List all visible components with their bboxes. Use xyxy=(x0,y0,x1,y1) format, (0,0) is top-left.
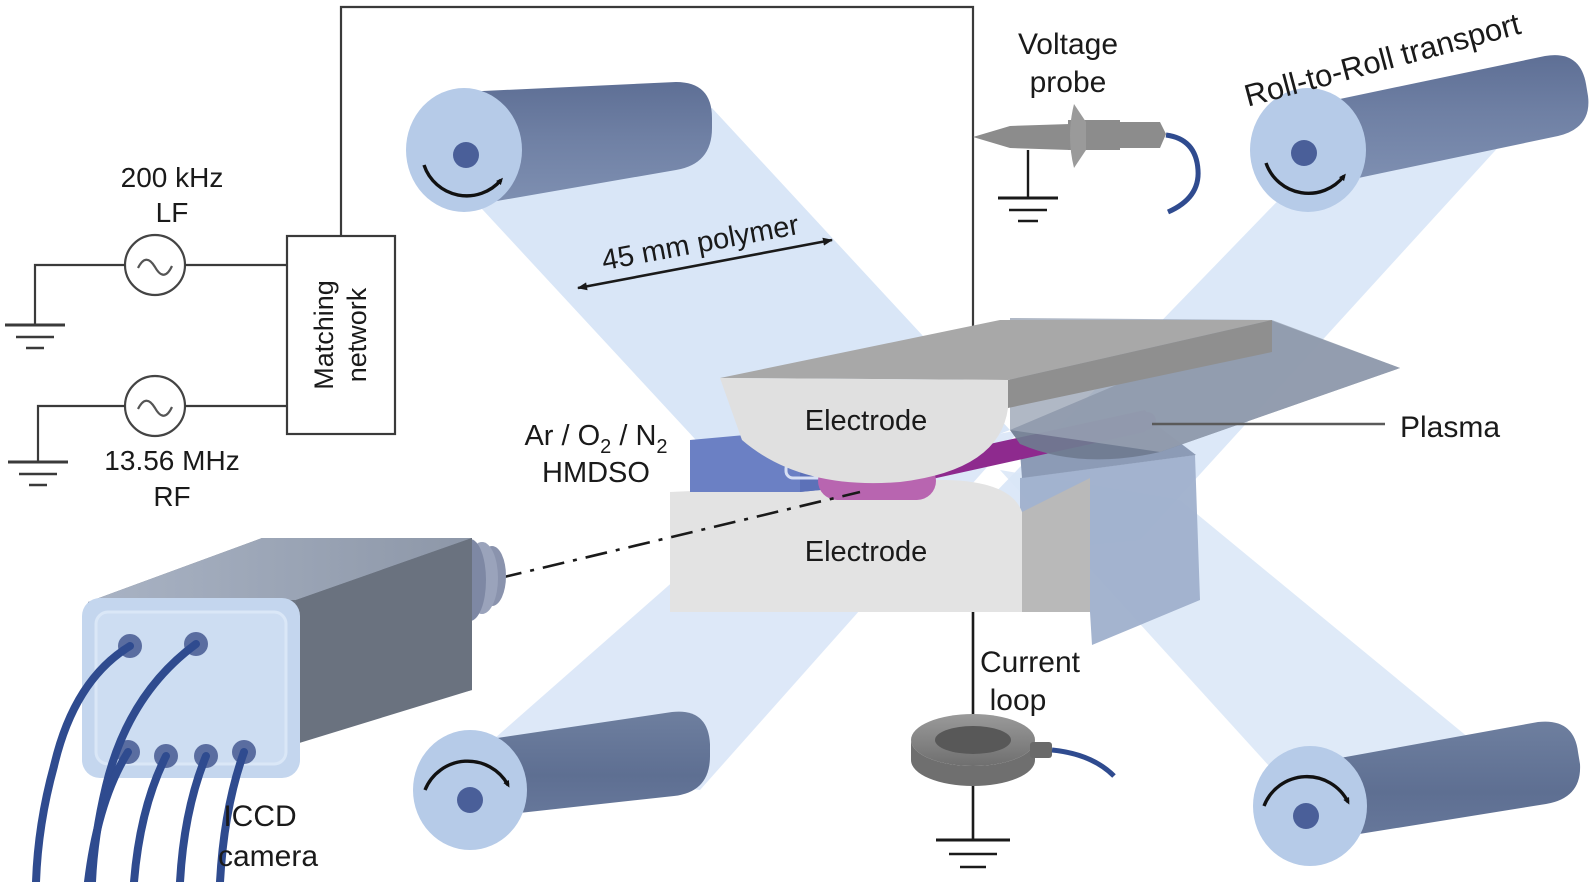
ground-icon-current-loop xyxy=(936,838,1010,869)
probe-cable xyxy=(1165,132,1201,215)
current-loop-cable xyxy=(1051,747,1116,778)
current-loop-line1: Current xyxy=(980,646,1081,679)
roller-hub-tr xyxy=(1291,140,1317,166)
current-loop-line2: loop xyxy=(990,684,1047,717)
camera-top-face xyxy=(88,538,472,602)
rotate-cw-icon-br xyxy=(1262,774,1350,807)
matching-network-label-group: Matching network xyxy=(309,280,372,390)
matching-network-line1: Matching xyxy=(309,280,339,390)
lf-ground-lead xyxy=(33,263,125,325)
hv-feed-wire xyxy=(339,5,975,363)
ground-icon-rf xyxy=(8,460,68,487)
iccd-camera-line1: ICCD xyxy=(223,800,296,833)
current-loop-hole xyxy=(935,726,1011,754)
roller-bottom-left[interactable] xyxy=(413,711,710,850)
plasma-label: Plasma xyxy=(1400,411,1500,444)
roller-hub-br xyxy=(1293,803,1319,829)
matching-network-line2: network xyxy=(342,287,372,382)
ground-icon-lf xyxy=(5,323,65,350)
matching-network-box[interactable] xyxy=(285,234,397,436)
rotate-cw-icon-tl xyxy=(422,164,503,198)
voltage-probe-group[interactable]: Voltage probe xyxy=(973,28,1201,223)
camera-side-face xyxy=(296,538,472,744)
rf-branch xyxy=(8,374,287,487)
current-loop-connector xyxy=(1030,742,1052,758)
electrode-upper-label: Electrode xyxy=(805,405,928,437)
roller-hub-tl xyxy=(453,142,479,168)
web-dimension-arrow xyxy=(577,237,833,291)
rotate-cw-icon-tr xyxy=(1264,162,1346,195)
voltage-probe-line1: Voltage xyxy=(1018,28,1118,61)
probe-flange xyxy=(1070,104,1086,168)
roller-bottom-right[interactable] xyxy=(1253,721,1581,866)
rf-frequency-label: 13.56 MHz xyxy=(104,445,239,476)
camera-sight-line xyxy=(499,490,861,580)
iccd-camera-group[interactable]: ICCD camera xyxy=(32,490,861,882)
rotate-cw-icon-bl xyxy=(423,759,510,791)
current-loop-side xyxy=(911,740,1035,786)
lf-type-label: LF xyxy=(156,197,189,228)
power-circuit-group xyxy=(5,5,975,487)
iccd-camera-line2: camera xyxy=(218,840,318,873)
gas-inlet-line2: HMDSO xyxy=(542,457,650,489)
roller-hub-bl xyxy=(457,787,483,813)
plasma-callout: Plasma xyxy=(1152,411,1500,444)
sine-glyph-rf xyxy=(137,399,173,417)
gas-inlet-label-group: Ar / O2 / N2 HMDSO xyxy=(524,420,667,489)
lf-branch xyxy=(5,233,287,350)
camera-cables xyxy=(32,640,248,882)
rf-type-label: RF xyxy=(153,481,190,512)
current-loop-group[interactable]: Current loop xyxy=(911,612,1116,869)
ground-icon-probe xyxy=(998,196,1058,223)
rf-ground-lead xyxy=(36,404,125,462)
roller-top-right[interactable] xyxy=(1250,55,1589,212)
gas-inlet-line1: Ar / O2 / N2 xyxy=(524,420,667,458)
lf-frequency-label: 200 kHz xyxy=(121,162,224,193)
roller-top-left[interactable] xyxy=(406,82,712,212)
voltage-probe-line2: probe xyxy=(1030,66,1107,99)
electrode-upper: Electrode xyxy=(720,318,1400,484)
sine-glyph-lf xyxy=(137,258,173,276)
electrode-lower-label: Electrode xyxy=(805,536,928,568)
